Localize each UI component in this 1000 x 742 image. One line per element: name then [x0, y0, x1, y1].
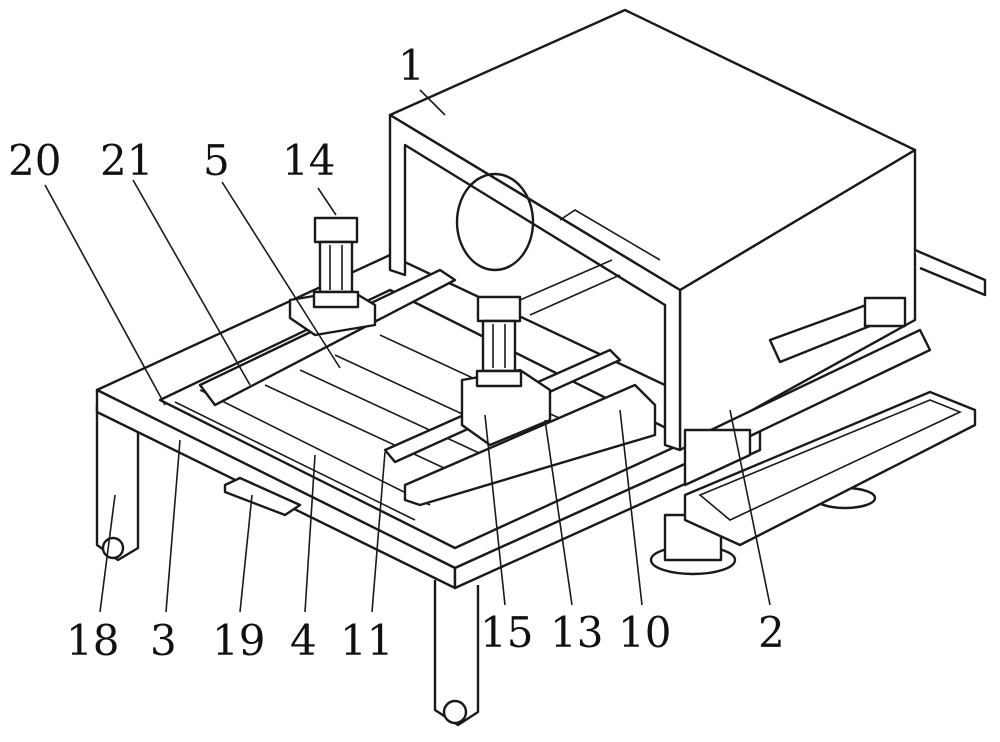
- label-21: 21: [100, 140, 153, 182]
- label-3: 3: [150, 620, 177, 662]
- label-19: 19: [212, 620, 265, 662]
- label-5: 5: [203, 140, 230, 182]
- label-15: 15: [480, 612, 533, 654]
- label-14: 14: [282, 140, 335, 182]
- label-2: 2: [758, 612, 785, 654]
- label-1: 1: [398, 45, 425, 87]
- label-4: 4: [290, 620, 317, 662]
- table-frame: [97, 255, 760, 588]
- label-13: 13: [550, 612, 603, 654]
- label-20: 20: [8, 140, 61, 182]
- label-10: 10: [618, 612, 671, 654]
- label-18: 18: [66, 620, 119, 662]
- label-11: 11: [340, 620, 393, 662]
